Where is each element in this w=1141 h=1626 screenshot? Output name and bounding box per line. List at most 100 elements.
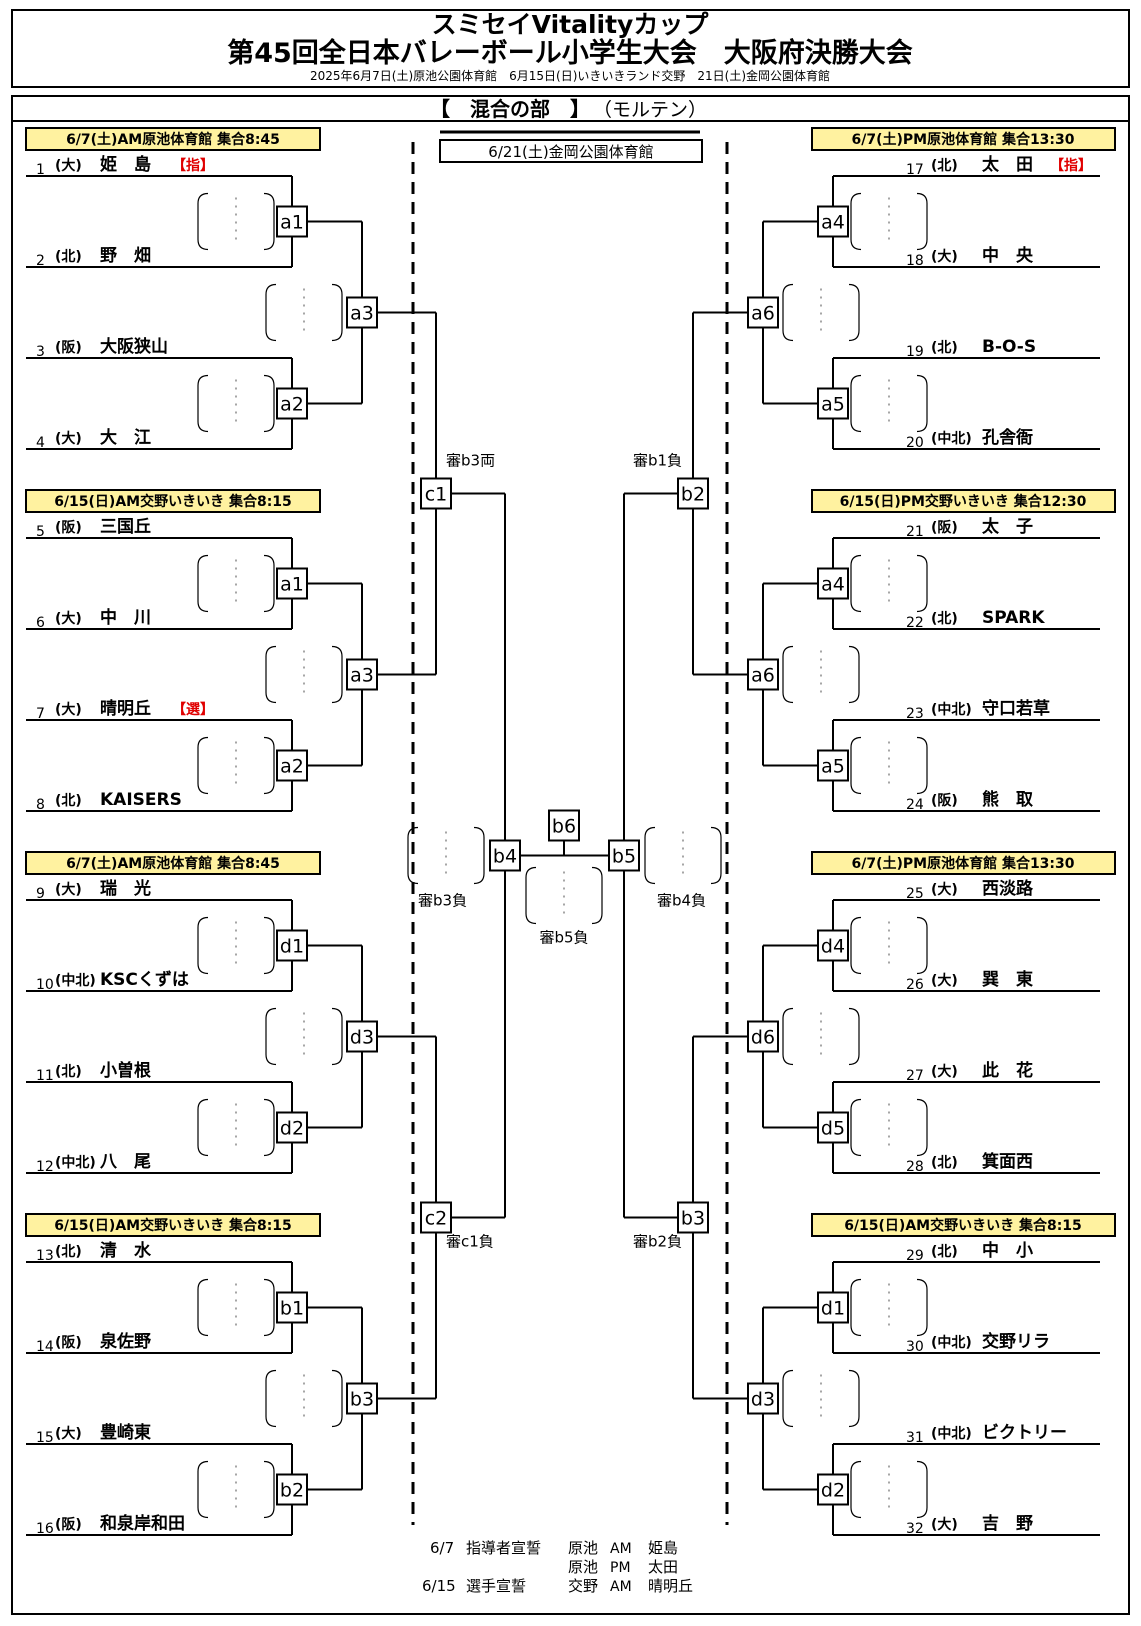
match-slot-paren-right <box>916 1460 928 1519</box>
match-a6-box <box>747 658 779 691</box>
team-region: (北) <box>931 611 958 627</box>
team-no: 29 <box>906 1248 924 1264</box>
match-a5-label: a5 <box>821 394 845 416</box>
team-no: 27 <box>906 1068 924 1084</box>
match-b2-label: b2 <box>681 484 705 506</box>
team-no: 21 <box>906 524 924 540</box>
title-line1: スミセイVitalityカップ <box>432 10 710 39</box>
referee-c2: 審c1負 <box>446 1233 494 1251</box>
match-slot-paren-left <box>782 283 794 342</box>
match-c1-box <box>420 477 452 510</box>
team-region: (北) <box>931 1155 958 1171</box>
team-no: 26 <box>906 977 924 993</box>
team-name: 中 川 <box>100 607 151 628</box>
match-a2-label: a2 <box>280 394 304 416</box>
session-label-right: 6/7(土)PM原池体育館 集合13:30 <box>851 855 1074 872</box>
oath-venue-3: 交野 <box>568 1577 598 1595</box>
match-a6-label: a6 <box>751 665 775 687</box>
team-region: (大) <box>931 1516 958 1533</box>
team-no: 25 <box>906 886 924 902</box>
team-region: (北) <box>55 793 82 809</box>
team-region: (大) <box>55 157 82 174</box>
referee-b3: 審b2負 <box>633 1233 682 1251</box>
team-name: 太 子 <box>982 516 1033 537</box>
team-no: 8 <box>36 797 45 813</box>
match-a1-label: a1 <box>280 574 304 596</box>
match-slot-paren-left <box>265 1007 277 1066</box>
team-region: (大) <box>55 430 82 447</box>
match-d2-label: d2 <box>821 1480 845 1502</box>
session-box-left <box>25 851 321 875</box>
team-region: (阪) <box>55 520 82 536</box>
referee-b2: 審b1負 <box>633 452 682 470</box>
match-b5-label: b5 <box>612 846 636 868</box>
referee-b4: 審b3負 <box>418 892 467 910</box>
team-no: 6 <box>36 615 45 631</box>
match-b6-label: b6 <box>552 816 576 838</box>
oath-date-3: 6/15 <box>422 1577 456 1595</box>
match-slot-paren-right <box>916 1278 928 1337</box>
match-d2-box <box>817 1473 849 1506</box>
team-name: KAISERS <box>100 790 182 810</box>
match-slot-paren-right <box>263 554 275 613</box>
header-frame <box>11 9 1130 88</box>
match-slot-paren-left <box>197 1098 209 1157</box>
team-region: (大) <box>931 248 958 265</box>
match-slot-paren-left <box>850 192 862 251</box>
team-no: 15 <box>36 1430 54 1446</box>
match-a6-box <box>747 296 779 329</box>
team-region: (大) <box>55 881 82 898</box>
team-region: (中北) <box>931 1334 972 1351</box>
team-region: (中北) <box>931 1425 972 1442</box>
oath-venue-1: 原池 <box>568 1539 598 1557</box>
team-no: 2 <box>36 253 45 269</box>
team-no: 13 <box>36 1248 54 1264</box>
team-name: 中 央 <box>982 245 1034 266</box>
match-d1-box <box>817 1291 849 1324</box>
team-region: (大) <box>55 610 82 627</box>
match-slot-paren-right <box>848 1369 860 1428</box>
match-c2-box <box>420 1201 452 1234</box>
match-slot-paren-right <box>331 645 343 704</box>
match-slot-paren-left <box>197 736 209 795</box>
match-d1-label: d1 <box>280 936 304 958</box>
team-no: 19 <box>906 344 924 360</box>
match-d1-label: d1 <box>821 1298 845 1320</box>
team-no: 24 <box>906 797 924 813</box>
team-no: 28 <box>906 1159 924 1175</box>
team-no: 23 <box>906 706 924 722</box>
match-slot-paren-right <box>848 1007 860 1066</box>
match-d2-label: d2 <box>280 1118 304 1140</box>
team-no: 11 <box>36 1068 54 1084</box>
match-slot-paren-left <box>197 1278 209 1337</box>
team-region: (北) <box>931 340 958 356</box>
match-slot-paren-left <box>850 736 862 795</box>
team-name: 大阪狭山 <box>100 336 168 357</box>
match-slot-paren-right <box>916 554 928 613</box>
match-b2-label: b2 <box>280 1480 304 1502</box>
session-label-left: 6/7(土)AM原池体育館 集合8:45 <box>66 855 280 872</box>
session-label-right: 6/15(日)PM交野いきいき 集合12:30 <box>840 493 1087 510</box>
team-name: 姫 島 <box>100 154 151 175</box>
team-region: (北) <box>931 158 958 174</box>
session-box-right <box>811 127 1116 151</box>
match-slot-paren-right <box>263 916 275 975</box>
match-slot-paren-left <box>197 916 209 975</box>
match-slot-paren-left <box>407 826 419 885</box>
match-b1-label: b1 <box>280 1298 304 1320</box>
match-slot-paren-left <box>265 1369 277 1428</box>
team-no: 7 <box>36 706 45 722</box>
team-no: 4 <box>36 435 45 451</box>
team-no: 9 <box>36 886 45 902</box>
final-venue: 6/21(土)金岡公園体育館 <box>488 143 653 161</box>
match-a5-box <box>817 749 849 782</box>
referee-c1: 審b3両 <box>446 452 495 470</box>
match-a1-label: a1 <box>280 212 304 234</box>
match-a2-box <box>276 387 308 420</box>
match-a2-label: a2 <box>280 756 304 778</box>
division-ball: （モルテン） <box>593 99 707 121</box>
match-a5-box <box>817 387 849 420</box>
match-a3-label: a3 <box>350 303 374 325</box>
team-tag: 【選】 <box>172 702 214 718</box>
